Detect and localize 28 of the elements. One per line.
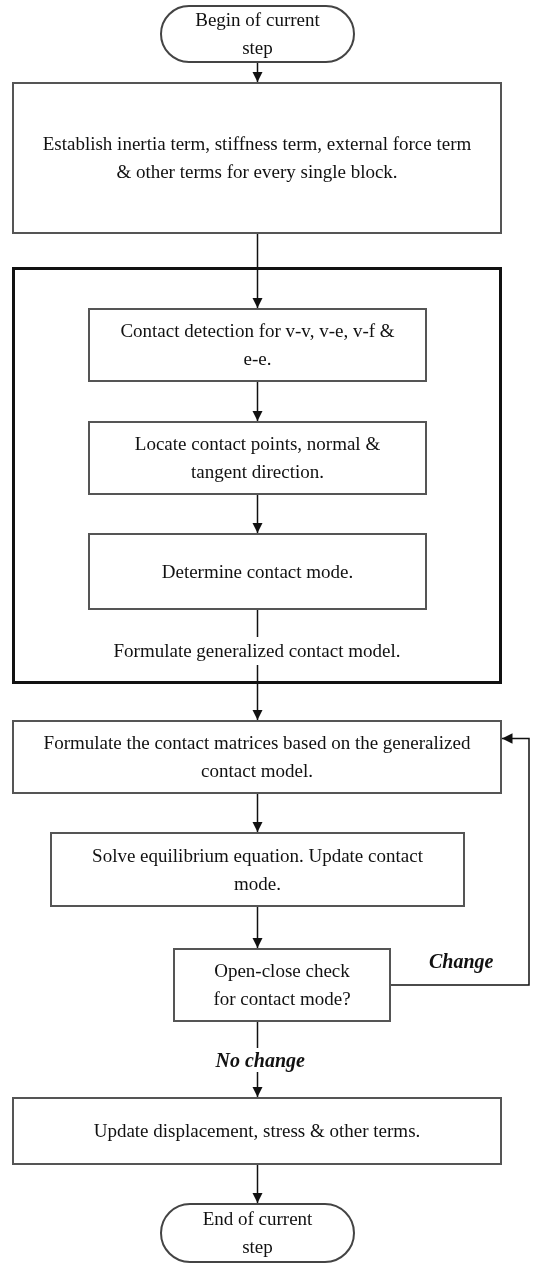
box-text: Formulate the contact matrices based on the generalized contact model. xyxy=(42,731,472,783)
terminal-box xyxy=(160,5,355,63)
arrow xyxy=(252,62,263,83)
box-text: Begin of current step xyxy=(194,8,321,60)
arrow xyxy=(252,494,263,534)
process-box xyxy=(173,948,391,1022)
terminal-box xyxy=(160,1203,355,1263)
arrow xyxy=(252,233,263,309)
arrow xyxy=(390,733,530,986)
process-box xyxy=(12,82,502,234)
box-text: Solve equilibrium equation. Update contact mode. xyxy=(91,843,424,896)
arrow xyxy=(252,381,263,422)
process-box xyxy=(12,720,502,794)
arrow xyxy=(252,1164,263,1204)
box-text: End of current step xyxy=(201,1207,314,1259)
frame-heading: Formulate generalized contact model. xyxy=(111,637,403,665)
box-text: Open-close check for contact mode? xyxy=(212,959,352,1011)
arrow xyxy=(252,793,263,833)
box-text: Update displacement, stress & other terms. xyxy=(93,1119,421,1143)
process-box xyxy=(50,832,465,907)
arrow xyxy=(252,906,263,949)
process-box xyxy=(88,308,427,382)
process-box xyxy=(88,421,427,495)
edge-label: No change xyxy=(213,1047,307,1072)
process-box xyxy=(12,1097,502,1165)
box-text: Establish inertia term, stiffness term, external force term & other terms for every single block. xyxy=(41,132,473,184)
process-box xyxy=(88,533,427,610)
group-frame xyxy=(12,267,502,684)
